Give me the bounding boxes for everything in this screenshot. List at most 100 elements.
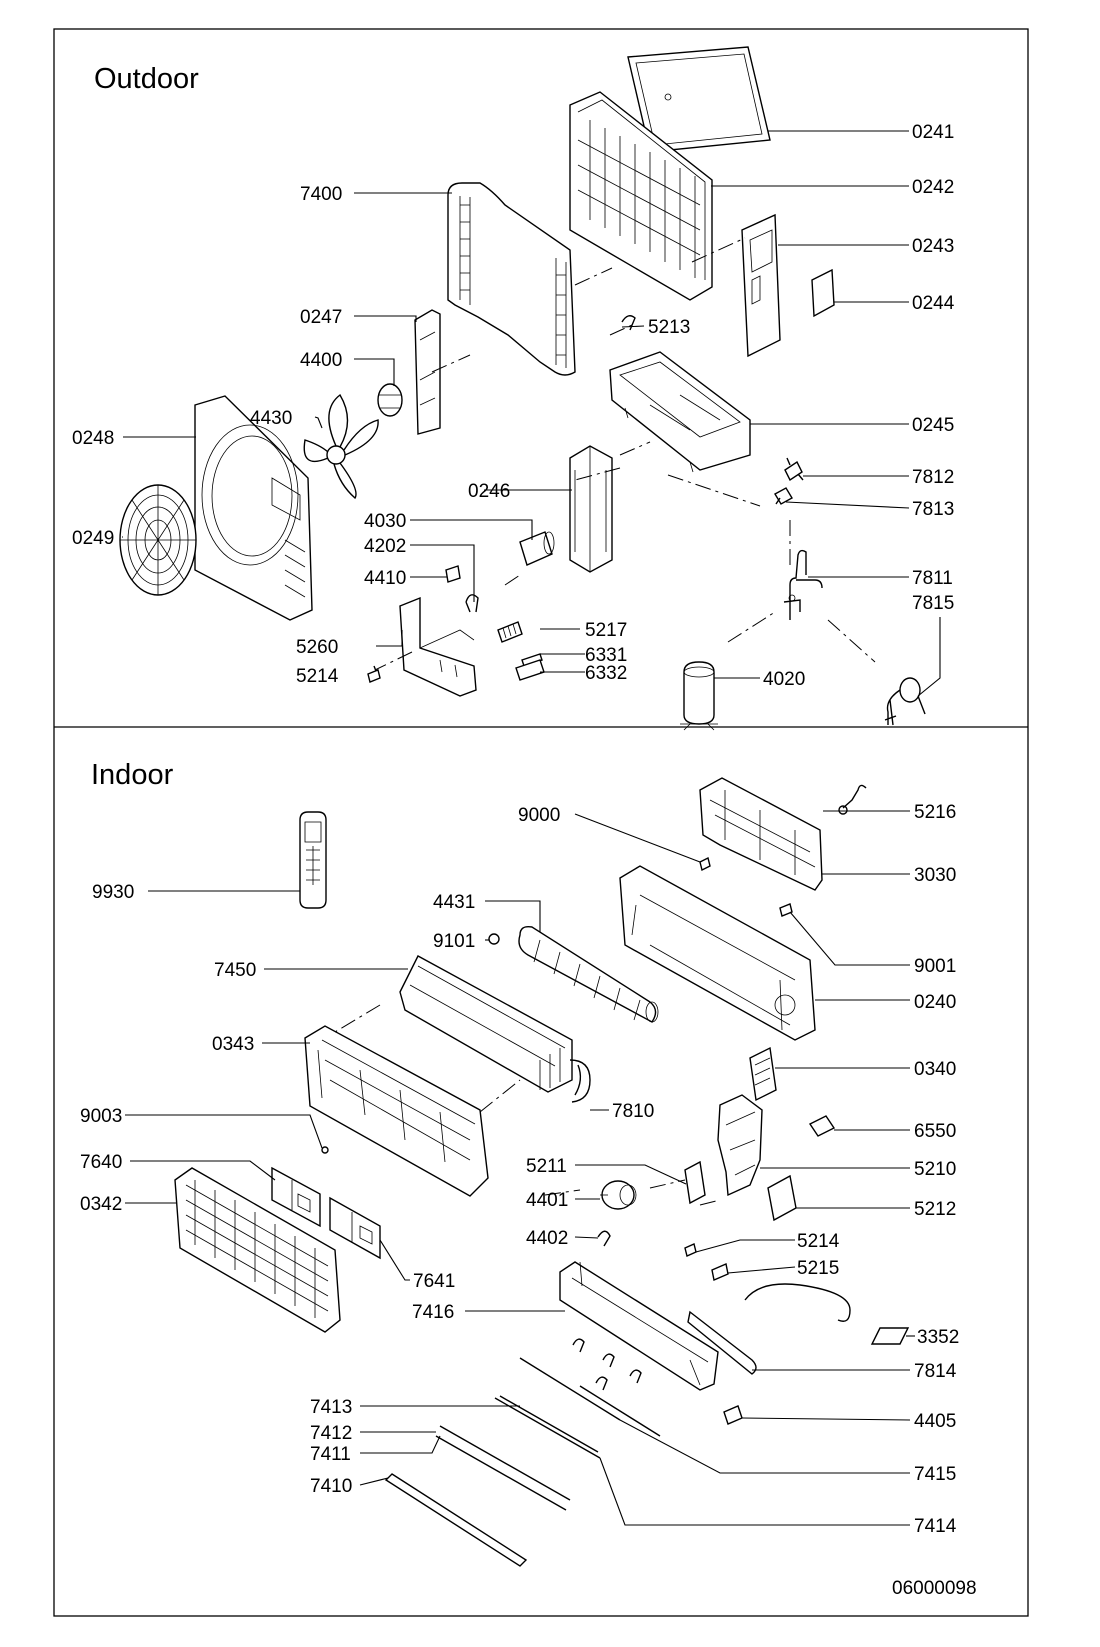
capacitor-4030 (519, 531, 555, 566)
label-5214-outdoor: 5214 (296, 666, 339, 687)
cable-5216 (842, 784, 867, 809)
label-7814: 7814 (914, 1361, 957, 1382)
label-5217: 5217 (585, 620, 627, 641)
fan-motor-4400 (377, 383, 403, 417)
louver-7414 (494, 1395, 601, 1459)
label-0243: 0243 (912, 236, 954, 257)
clamp-4202 (465, 594, 479, 613)
label-0249: 0249 (72, 528, 114, 549)
plate-5212 (767, 1174, 797, 1222)
label-plate-3352 (870, 1327, 910, 1345)
rear-grille-0242 (569, 91, 713, 301)
label-5212: 5212 (914, 1199, 956, 1220)
label-4402: 4402 (526, 1228, 568, 1249)
pipe-7810 (569, 1059, 591, 1103)
label-4431: 4431 (433, 892, 475, 913)
base-pan-0245 (609, 351, 751, 473)
label-7815: 7815 (912, 593, 954, 614)
plate-5211 (684, 1160, 706, 1205)
louver-7412 (439, 1425, 571, 1501)
label-5215: 5215 (797, 1258, 839, 1279)
drain-tray-7416 (559, 1261, 719, 1391)
label-6331: 6331 (585, 645, 627, 666)
fan-blade-4430 (303, 393, 379, 500)
control-box-5210 (717, 1094, 763, 1197)
leader-lines (122, 130, 941, 1526)
outdoor-parts (119, 46, 926, 731)
label-4410: 4410 (364, 568, 406, 589)
terminal-4410 (445, 565, 461, 583)
electrical-bracket-5260 (399, 596, 477, 697)
link-7415 (519, 1357, 621, 1421)
label-0244: 0244 (912, 293, 955, 314)
label-3030: 3030 (914, 865, 956, 886)
label-4202: 4202 (364, 536, 406, 557)
label-5260: 5260 (296, 637, 338, 658)
label-4401: 4401 (526, 1190, 568, 1211)
label-7810: 7810 (612, 1101, 654, 1122)
remote-control-9930 (299, 811, 327, 909)
chassis-0240 (619, 865, 816, 1041)
section-title-indoor: Indoor (91, 759, 174, 791)
label-7813: 7813 (912, 499, 954, 520)
indoor-part-labels: 5216 3030 9001 0240 0340 6550 5210 5212 … (80, 802, 959, 1537)
outdoor-part-labels: 0241 0242 0243 0244 0245 7812 7813 7811 … (72, 122, 955, 690)
label-9101: 9101 (433, 931, 475, 952)
assembly-lines-outdoor (374, 237, 876, 671)
side-panel-0243 (741, 213, 781, 358)
label-0342: 0342 (80, 1194, 122, 1215)
label-5213: 5213 (648, 317, 690, 338)
screw-5214-indoor (684, 1243, 697, 1257)
clip-5213 (621, 315, 636, 331)
label-0340: 0340 (914, 1059, 956, 1080)
label-4400: 4400 (300, 350, 342, 371)
document-number: 06000098 (892, 1578, 977, 1599)
bearing-9101 (488, 933, 500, 945)
label-0248: 0248 (72, 428, 114, 449)
label-5210: 5210 (914, 1159, 956, 1180)
label-4405: 4405 (914, 1411, 956, 1432)
label-7411: 7411 (310, 1444, 351, 1465)
label-0242: 0242 (912, 177, 954, 198)
label-5214-indoor: 5214 (797, 1231, 840, 1252)
mounting-plate-3030 (699, 777, 823, 891)
label-4020: 4020 (763, 669, 805, 690)
clip-9000 (699, 856, 711, 872)
component-6331 (521, 653, 543, 667)
label-7811: 7811 (912, 568, 953, 589)
label-5216: 5216 (914, 802, 956, 823)
label-0343: 0343 (212, 1034, 254, 1055)
louver-clips (572, 1338, 642, 1391)
front-panel-0342 (174, 1167, 341, 1333)
label-0247: 0247 (300, 307, 342, 328)
louver-7410 (384, 1473, 528, 1567)
label-7414: 7414 (914, 1516, 957, 1537)
label-7410: 7410 (310, 1476, 352, 1497)
filter-7640 (271, 1166, 321, 1228)
label-7412: 7412 (310, 1423, 352, 1444)
top-cover-0241 (627, 46, 771, 153)
label-9000: 9000 (518, 805, 560, 826)
label-7641: 7641 (413, 1271, 455, 1292)
label-9930: 9930 (92, 882, 134, 903)
clip-9001 (779, 903, 793, 917)
label-7416: 7416 (412, 1302, 454, 1323)
cable-5216-end (838, 805, 848, 815)
filter-7641 (329, 1196, 381, 1260)
component-4405 (723, 1405, 743, 1425)
louver-7411 (435, 1435, 567, 1511)
label-4030: 4030 (364, 511, 406, 532)
label-7413: 7413 (310, 1397, 352, 1418)
label-7415: 7415 (914, 1464, 956, 1485)
compressor-4020 (680, 661, 718, 731)
label-7450: 7450 (214, 960, 256, 981)
cover-0340 (749, 1046, 777, 1102)
pipe-assembly-7811 (783, 549, 823, 620)
valve-7812 (784, 457, 804, 482)
label-7400: 7400 (300, 184, 342, 205)
wire-3352 (744, 1283, 851, 1322)
label-9001: 9001 (914, 956, 956, 977)
link-7413 (579, 1385, 661, 1437)
label-4430: 4430 (250, 408, 292, 429)
label-0246: 0246 (468, 481, 510, 502)
